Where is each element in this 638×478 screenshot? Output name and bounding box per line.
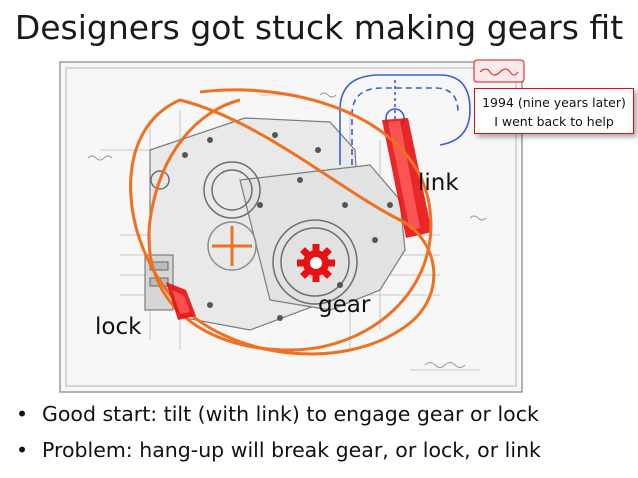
lock-highlight xyxy=(166,282,196,320)
callout-note: 1994 (nine years later) I went back to h… xyxy=(474,88,634,134)
motion-path-loops xyxy=(129,88,436,356)
callout-note-line2: I went back to help xyxy=(494,114,614,129)
housing-plates xyxy=(149,117,406,331)
callout-note-line1: 1994 (nine years later) xyxy=(482,95,626,110)
label-gear: gear xyxy=(318,292,371,318)
drawing-scribbles xyxy=(87,92,487,368)
bullet-list: Good start: tilt (with link) to engage g… xyxy=(12,396,541,468)
handwritten-stamp xyxy=(473,59,525,83)
circular-features xyxy=(150,161,358,305)
label-link: link xyxy=(418,170,459,196)
bullet-item: Good start: tilt (with link) to engage g… xyxy=(12,396,541,432)
bullet-item: Problem: hang-up will break gear, or loc… xyxy=(12,432,541,468)
gear-icon xyxy=(297,244,335,282)
cross-marker xyxy=(212,226,252,266)
drawing-border xyxy=(65,67,517,387)
label-lock: lock xyxy=(95,314,142,340)
page-title: Designers got stuck making gears fit xyxy=(14,8,624,47)
link-bar xyxy=(382,118,432,238)
